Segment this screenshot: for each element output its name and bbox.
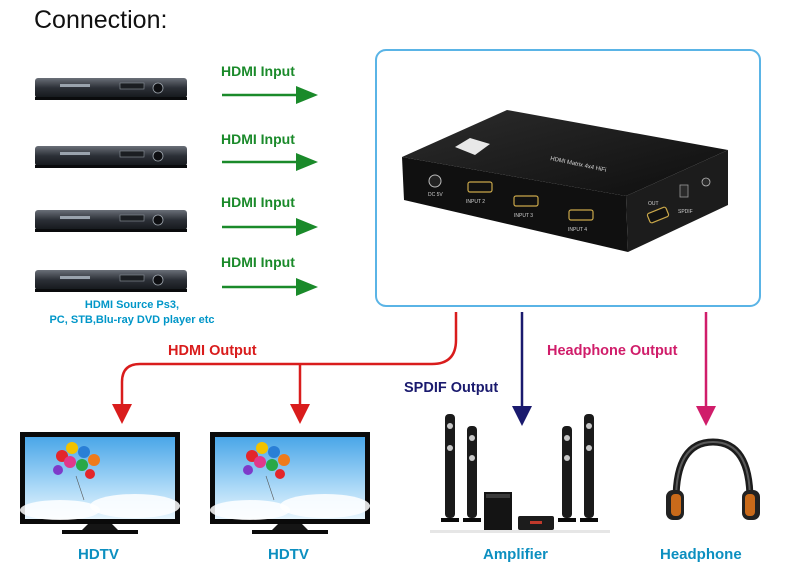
headphone-arrowhead bbox=[696, 406, 716, 426]
port-label-spdif: SPDIF bbox=[678, 209, 693, 215]
source-player-4 bbox=[35, 270, 187, 292]
hdmi-port-4 bbox=[569, 210, 593, 220]
page-title: Connection: bbox=[34, 6, 167, 35]
hdmi-input-label-1: HDMI Input bbox=[221, 63, 295, 79]
spdif-port bbox=[680, 185, 688, 197]
port-label-input-3: INPUT 3 bbox=[514, 213, 533, 219]
input-arrow-4 bbox=[222, 278, 318, 296]
source-caption-line-1: HDMI Source Ps3, bbox=[32, 298, 232, 313]
port-label-input-4: INPUT 4 bbox=[568, 227, 587, 233]
port-label-out: OUT bbox=[648, 201, 659, 207]
source-player-3 bbox=[35, 210, 187, 232]
hdmi-port-2 bbox=[468, 182, 492, 192]
hdmi-input-label-3: HDMI Input bbox=[221, 194, 295, 210]
hdtv-2 bbox=[210, 432, 370, 534]
amplifier-label: Amplifier bbox=[483, 546, 548, 563]
hdtv-1 bbox=[20, 432, 180, 534]
headphone-label: Headphone bbox=[660, 546, 742, 563]
source-player-1 bbox=[35, 78, 187, 100]
hdmi-input-label-2: HDMI Input bbox=[221, 131, 295, 147]
source-caption-line-2: PC, STB,Blu-ray DVD player etc bbox=[32, 313, 232, 328]
amplifier-speaker-set bbox=[430, 414, 610, 533]
spdif-output-label: SPDIF Output bbox=[404, 380, 498, 396]
port-label-dc: DC 5V bbox=[428, 192, 443, 198]
headphone-output-label: Headphone Output bbox=[547, 343, 678, 359]
hdtv-label-2: HDTV bbox=[268, 546, 309, 563]
headphone-device bbox=[666, 442, 760, 520]
hdmi-port-3 bbox=[514, 196, 538, 206]
input-arrow-2 bbox=[222, 153, 318, 171]
hdmi-input-label-4: HDMI Input bbox=[221, 254, 295, 270]
hdmi-arrowhead-1 bbox=[112, 404, 132, 424]
port-label-input-2: INPUT 2 bbox=[466, 199, 485, 205]
source-player-2 bbox=[35, 146, 187, 168]
spdif-arrowhead bbox=[512, 406, 532, 426]
hdmi-output-label: HDMI Output bbox=[168, 343, 257, 359]
hdmi-arrowhead-2 bbox=[290, 404, 310, 424]
hdtv-label-1: HDTV bbox=[78, 546, 119, 563]
input-arrow-1 bbox=[222, 86, 318, 104]
input-arrow-3 bbox=[222, 218, 318, 236]
